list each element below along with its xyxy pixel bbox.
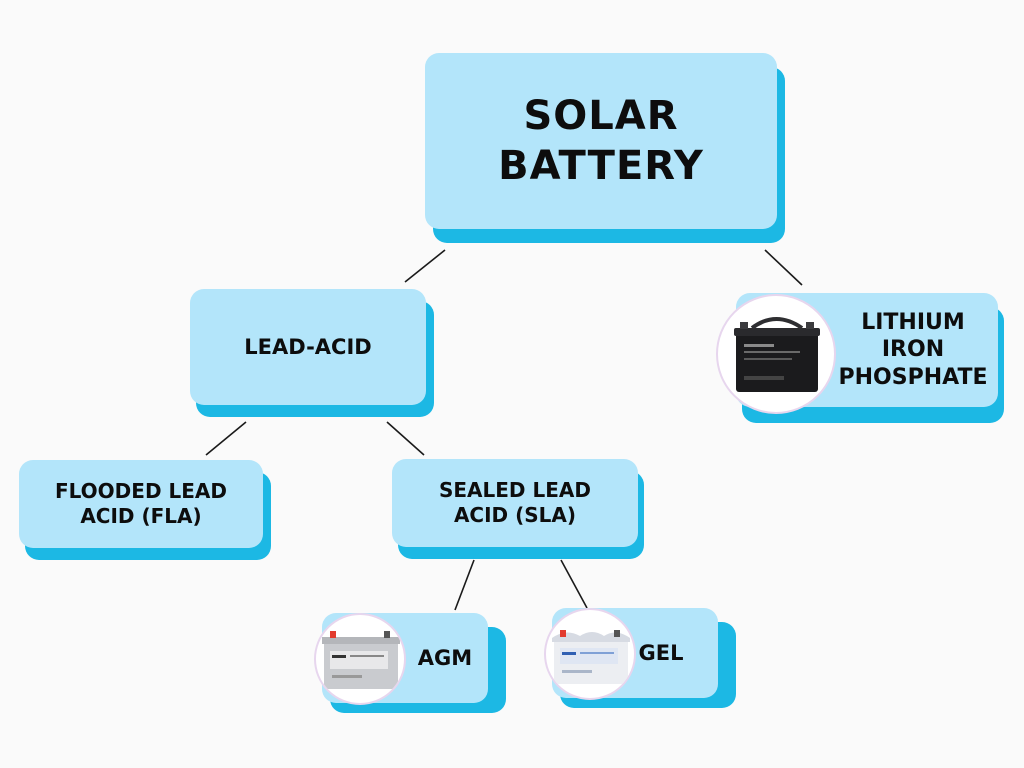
gel-label: GEL — [638, 640, 684, 665]
lead-acid-label: LEAD-ACID — [244, 334, 372, 359]
flooded-label-line2: ACID (FLA) — [80, 504, 202, 528]
agm-label: AGM — [417, 645, 473, 670]
lithium-battery-image — [716, 294, 836, 414]
agm-battery-image — [314, 613, 406, 705]
root-label: SOLAR BATTERY — [498, 93, 704, 189]
sealed-label-line2: ACID (SLA) — [453, 503, 577, 527]
flooded-node: FLOODED LEAD ACID (FLA) — [19, 460, 271, 560]
lithium-label-line1: LITHIUM IRON — [861, 309, 965, 363]
connector-root-lithium — [764, 249, 803, 286]
connector-sealed-agm — [454, 559, 475, 611]
sealed-node: SEALED LEAD ACID (SLA) — [392, 459, 644, 559]
white-battery-icon — [552, 630, 630, 684]
gel-battery-image — [544, 608, 636, 700]
root-node: SOLAR BATTERY — [425, 53, 787, 245]
connector-leadacid-sealed — [386, 421, 425, 456]
flooded-label-line1: FLOODED LEAD — [54, 479, 227, 503]
connector-leadacid-flooded — [205, 421, 247, 456]
lithium-label-line2: PHOSPHATE — [838, 364, 988, 390]
grey-battery-icon — [322, 631, 400, 689]
connector-root-leadacid — [404, 249, 446, 283]
connector-sealed-gel — [560, 559, 588, 609]
sealed-label-line1: SEALED LEAD — [438, 478, 591, 502]
lead-acid-node: LEAD-ACID — [190, 289, 434, 419]
black-battery-icon — [734, 317, 820, 392]
